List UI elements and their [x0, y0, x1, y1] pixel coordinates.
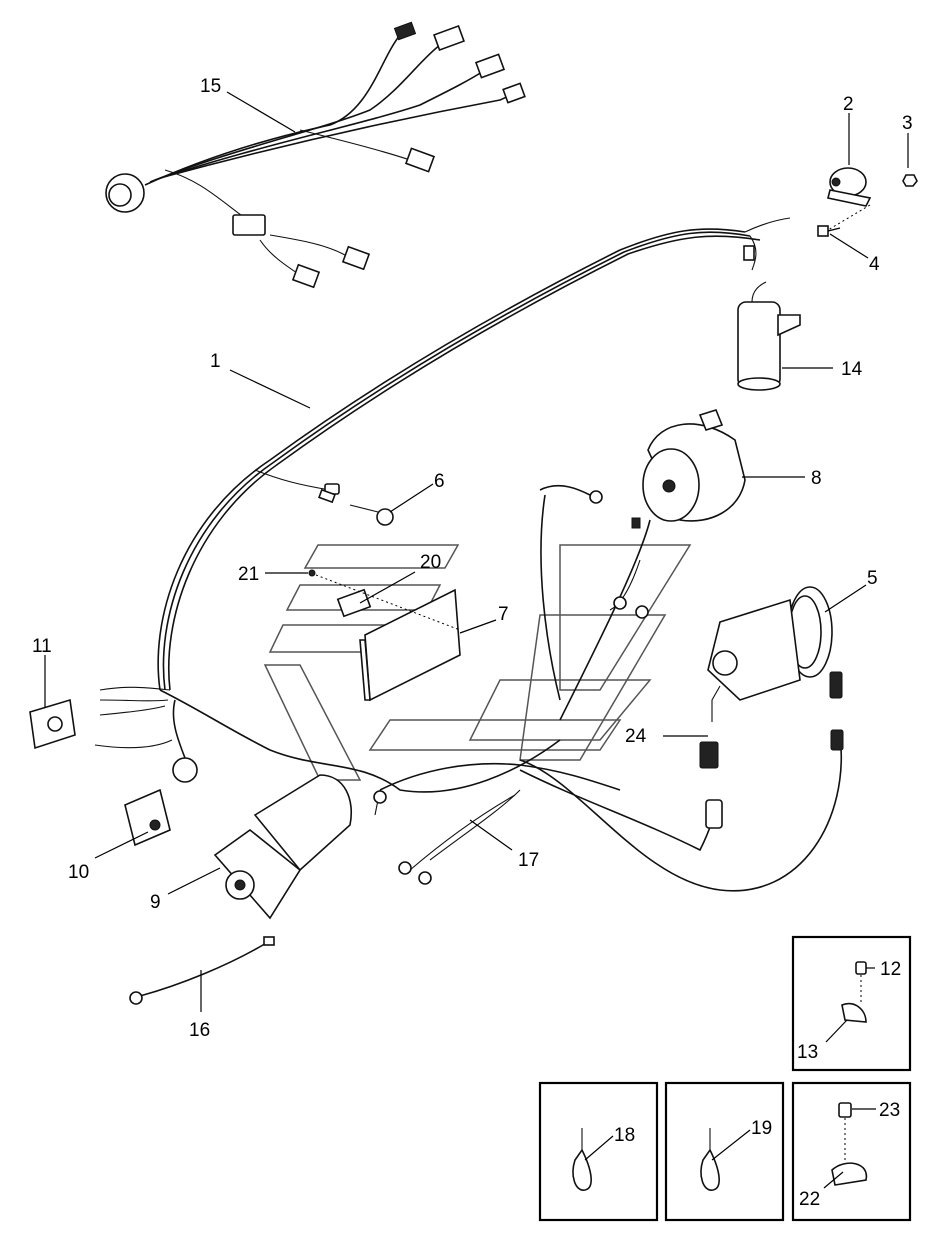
callout-6: 6	[434, 471, 445, 492]
callout-11: 11	[32, 636, 52, 657]
callout-18: 18	[614, 1125, 635, 1146]
callout-24: 24	[625, 726, 647, 747]
callout-7: 7	[498, 604, 509, 625]
starter-motor-9	[213, 774, 352, 920]
relay-20	[336, 588, 372, 618]
control-module-7	[359, 588, 461, 702]
callout-8: 8	[811, 468, 822, 489]
callout-2: 2	[843, 94, 854, 115]
screw-21	[308, 569, 316, 577]
callout-20: 20	[420, 552, 441, 573]
callout-16: 16	[189, 1020, 210, 1041]
callout-12: 12	[880, 959, 901, 980]
callout-13: 13	[797, 1042, 818, 1063]
callout-19: 19	[751, 1118, 772, 1139]
callout-5: 5	[867, 568, 878, 589]
callout-3: 3	[902, 113, 913, 134]
watermark-logo	[263, 544, 692, 781]
bolt-4	[817, 225, 841, 237]
callout-1: 1	[210, 351, 221, 372]
callout-23: 23	[879, 1100, 900, 1121]
callout-17: 17	[518, 850, 539, 871]
harness-17	[373, 485, 842, 892]
sub-harness-15	[105, 21, 526, 289]
main-harness-1	[94, 217, 791, 793]
inset-box-clamp	[791, 935, 912, 1072]
callout-21: 21	[238, 564, 259, 585]
alternator-8	[642, 409, 746, 522]
callout-22: 22	[799, 1189, 820, 1210]
sensor-6	[318, 488, 394, 526]
relay-10	[124, 788, 171, 847]
horn-2	[827, 167, 872, 207]
callout-14: 14	[841, 359, 863, 380]
callout-4: 4	[869, 254, 880, 275]
receiver-drier-14	[737, 281, 801, 391]
inset-box-clip-22	[791, 1081, 912, 1222]
switch-panel-11	[29, 698, 76, 750]
leader-lines	[44, 91, 909, 1189]
callout-15: 15	[200, 76, 221, 97]
inset-box-tie-19	[664, 1081, 785, 1222]
inset-box-tie-18	[538, 1081, 659, 1222]
nut-3	[902, 174, 918, 187]
callout-9: 9	[150, 892, 161, 913]
ac-compressor-5	[699, 586, 844, 769]
callout-10: 10	[68, 862, 89, 883]
ground-strap-16	[129, 936, 275, 1005]
